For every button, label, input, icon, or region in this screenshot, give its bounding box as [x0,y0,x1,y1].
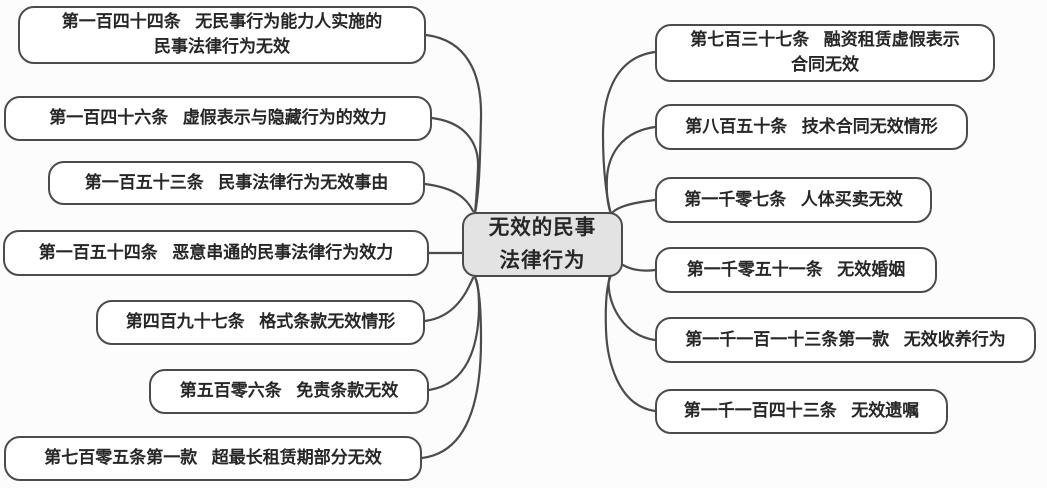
article-title: 超最长租赁期部分无效 [211,448,382,468]
node-article-154[interactable]: 第一百五十四条恶意串通的民事法律行为效力 [3,230,429,276]
article-title: 无效收养行为 [903,329,1006,349]
node-label: 第一百五十四条恶意串通的民事法律行为效力 [39,241,393,266]
node-article-506[interactable]: 第五百零六条免责条款无效 [149,369,429,414]
connector-article-1007 [610,198,657,215]
node-label: 第七百零五条第一款超最长租赁期部分无效 [44,446,381,471]
node-article-1007[interactable]: 第一千零七条人体买卖无效 [655,177,932,223]
connector-article-144 [424,33,483,215]
node-label: 第七百三十七条融资租赁虚假表示 合同无效 [690,28,959,77]
connector-article-737 [601,50,657,216]
connector-article-1051 [621,263,657,272]
node-article-146[interactable]: 第一百四十六条虚假表示与隐藏行为的效力 [4,96,432,141]
node-article-1051[interactable]: 第一千零五十一条无效婚姻 [655,247,937,293]
node-article-497[interactable]: 第四百九十七条格式条款无效情形 [96,300,425,345]
article-title: 无效遗嘱 [851,401,920,421]
article-number: 第七百零五条第一款 [44,448,198,468]
article-number: 第一千一百一十三条第一款 [685,329,890,349]
article-title: 格式条款无效情形 [259,312,396,332]
article-number: 第一百五十三条 [84,172,204,192]
article-title: 人体买卖无效 [800,189,903,209]
article-number: 第五百零六条 [179,381,282,401]
article-title: 免责条款无效 [296,381,399,401]
article-number: 第八百五十条 [685,116,788,136]
node-article-1113-1[interactable]: 第一千一百一十三条第一款无效收养行为 [655,317,1036,363]
article-title: 恶意串通的民事法律行为效力 [172,242,394,262]
connector-article-705-1 [420,275,483,460]
article-title: 融资租赁虚假表示 合同无效 [791,30,960,74]
node-label: 第一百五十三条民事法律行为无效事由 [85,171,388,196]
node-label: 第五百零六条免责条款无效 [180,379,398,404]
article-number: 第一百四十六条 [49,108,169,128]
node-label: 第一千一百四十三条无效遗嘱 [684,399,919,424]
connector-article-146 [430,116,480,215]
node-label: 第八百五十条技术合同无效情形 [685,115,937,140]
article-number: 第一百四十四条 [61,12,181,32]
article-title: 无民事行为能力人实施的 民事法律行为无效 [154,12,383,56]
node-label: 第一千零五十一条无效婚姻 [687,258,905,283]
article-title: 无效婚姻 [837,259,906,279]
article-number: 第一千一百四十三条 [683,401,837,421]
node-label: 第四百九十七条格式条款无效情形 [126,310,395,335]
node-label: 第一千一百一十三条第一款无效收养行为 [685,328,1005,353]
center-node-invalid-civil-acts[interactable]: 无效的民事 法律行为 [462,212,623,277]
connector-article-850 [605,125,657,216]
node-article-1143[interactable]: 第一千一百四十三条无效遗嘱 [655,389,948,434]
article-title: 虚假表示与隐藏行为的效力 [182,108,387,128]
connector-article-153 [423,182,475,213]
node-article-705-1[interactable]: 第七百零五条第一款超最长租赁期部分无效 [4,436,422,481]
node-label: 第一千零七条人体买卖无效 [684,188,902,213]
article-number: 第一百五十四条 [38,242,158,262]
node-article-737[interactable]: 第七百三十七条融资租赁虚假表示 合同无效 [655,24,995,82]
node-label: 第一百四十四条无民事行为能力人实施的 民事法律行为无效 [62,10,382,59]
center-node-label: 无效的民事 法律行为 [488,215,597,272]
connector-article-497 [423,276,475,323]
article-number: 第七百三十七条 [690,30,810,50]
connector-article-506 [427,275,481,392]
node-article-153[interactable]: 第一百五十三条民事法律行为无效事由 [48,161,425,205]
node-label: 第一百四十六条虚假表示与隐藏行为的效力 [49,106,386,131]
article-title: 技术合同无效情形 [801,116,938,136]
article-title: 民事法律行为无效事由 [218,172,389,192]
node-article-850[interactable]: 第八百五十条技术合同无效情形 [655,104,968,150]
article-number: 第四百九十七条 [125,312,245,332]
article-number: 第一千零五十一条 [686,259,823,279]
node-article-144[interactable]: 第一百四十四条无民事行为能力人实施的 民事法律行为无效 [18,6,426,64]
connector-article-1143 [604,273,657,413]
connector-article-1113-1 [607,272,657,342]
article-number: 第一千零七条 [684,189,787,209]
